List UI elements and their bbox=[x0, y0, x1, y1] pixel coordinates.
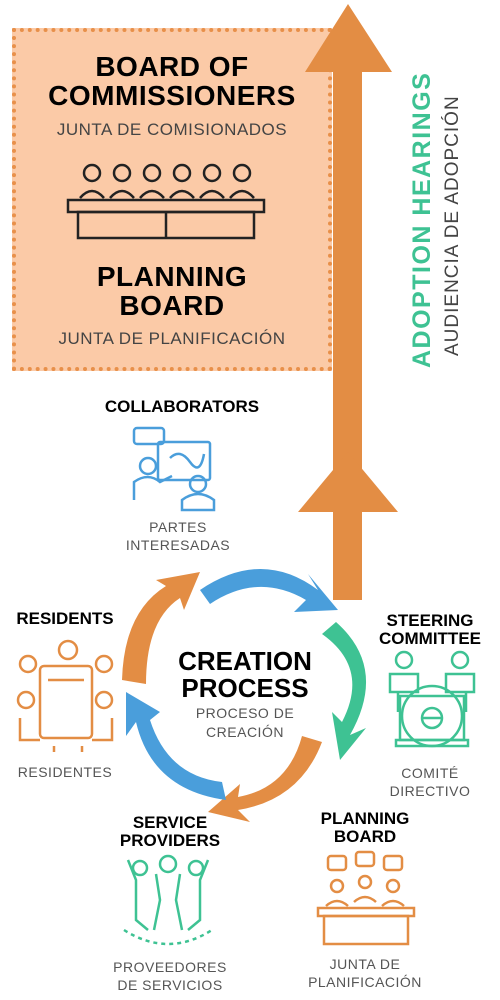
title-line: BOARD OF bbox=[95, 51, 249, 82]
service-providers-icon bbox=[123, 854, 213, 946]
creation-process-title: CREATION PROCESS bbox=[160, 646, 330, 704]
steering-committee-sublabel: COMITÉ DIRECTIVO bbox=[360, 764, 500, 800]
cycle-arrow-top bbox=[200, 569, 338, 612]
steering-committee-icon bbox=[388, 650, 476, 748]
title-line: BOARD bbox=[119, 290, 225, 322]
steering-committee-label: STEERING COMMITTEE bbox=[360, 612, 500, 648]
adoption-hearings-title: ADOPTION HEARINGS bbox=[408, 71, 436, 368]
adoption-arrow-mid-head bbox=[298, 452, 398, 512]
label-line: BOARD bbox=[333, 826, 397, 846]
subtitle-line: CREACIÓN bbox=[206, 723, 284, 740]
cycle-arrow-left bbox=[122, 572, 200, 684]
label-line: PROVIDERS bbox=[119, 830, 221, 850]
sublabel-line: PLANIFICACIÓN bbox=[308, 974, 422, 991]
sublabel-line: INTERESADAS bbox=[125, 537, 231, 554]
collaborators-label: COLLABORATORS bbox=[104, 397, 260, 416]
label-line: STEERING bbox=[386, 611, 474, 630]
planning-board-title: PLANNING BOARD bbox=[12, 262, 332, 321]
adoption-arrow bbox=[305, 4, 392, 600]
planning-board-icon bbox=[316, 850, 416, 946]
residents-label: RESIDENTS bbox=[16, 609, 114, 628]
planning-board-subtitle: JUNTA DE PLANIFICACIÓN bbox=[58, 329, 286, 348]
subtitle-line: PROCESO DE bbox=[195, 705, 295, 721]
board-table-icon bbox=[66, 163, 266, 240]
sublabel-line: PROVEEDORES bbox=[113, 959, 227, 975]
residents-sublabel: RESIDENTES bbox=[17, 764, 113, 780]
label-line: PLANNING bbox=[320, 809, 410, 828]
board-of-commissioners-title: BOARD OF COMMISSIONERS bbox=[12, 52, 332, 111]
sublabel-line: DE SERVICIOS bbox=[117, 977, 223, 994]
sublabel-line: DIRECTIVO bbox=[389, 783, 471, 800]
collaborators-icon bbox=[132, 426, 216, 512]
board-of-commissioners-subtitle: JUNTA DE COMISIONADOS bbox=[56, 120, 288, 139]
title-line: PLANNING bbox=[96, 261, 248, 292]
residents-icon bbox=[16, 639, 114, 752]
creation-process-subtitle: PROCESO DE CREACIÓN bbox=[165, 704, 325, 742]
planning-board-node-sublabel: JUNTA DE PLANIFICACIÓN bbox=[290, 955, 440, 991]
title-line: CREATION bbox=[178, 646, 312, 676]
collaborators-sublabel: PARTES INTERESADAS bbox=[98, 518, 258, 554]
sublabel-line: COMITÉ bbox=[401, 765, 459, 781]
title-line: COMMISSIONERS bbox=[48, 80, 296, 112]
title-line: PROCESS bbox=[181, 673, 309, 704]
service-providers-label: SERVICE PROVIDERS bbox=[90, 814, 250, 850]
sublabel-line: PARTES bbox=[149, 519, 207, 535]
cycle-arrow-right bbox=[322, 622, 367, 760]
service-providers-sublabel: PROVEEDORES DE SERVICIOS bbox=[90, 958, 250, 994]
sublabel-line: JUNTA DE bbox=[329, 956, 401, 972]
label-line: SERVICE bbox=[132, 813, 208, 832]
cycle-arrow-bottom-left bbox=[126, 692, 226, 800]
planning-board-node-label: PLANNING BOARD bbox=[290, 810, 440, 846]
adoption-hearings-subtitle: AUDIENCIA DE ADOPCIÓN bbox=[442, 95, 463, 356]
cycle-arrow-bottom-right bbox=[208, 736, 322, 822]
label-line: COMMITTEE bbox=[379, 628, 481, 648]
